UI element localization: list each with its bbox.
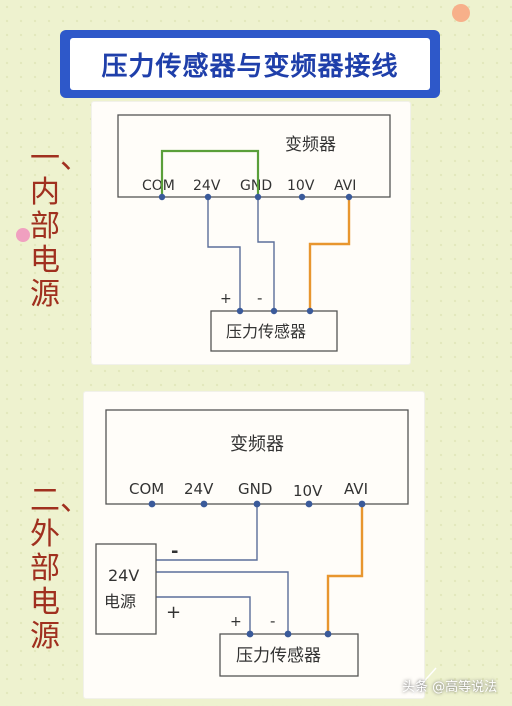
terminal-com-2: COM [129, 480, 164, 498]
wire-24v-to-plus-1 [207, 197, 241, 310]
orange-signal-wire-2 [326, 504, 364, 633]
terminal-dot-gnd-2 [253, 500, 261, 508]
section-label-external-char1: 外 [30, 517, 60, 552]
title-banner: 压力传感器与变频器接线 [60, 30, 440, 98]
supply-voltage-label: 24V [108, 566, 139, 585]
sensor-dot-signal-2 [324, 630, 332, 638]
sensor-dot-plus-1 [236, 307, 244, 315]
sensor-dot-minus-1 [270, 307, 278, 315]
inverter-box-1 [117, 114, 391, 198]
corner-decoration-line [411, 667, 437, 696]
inverter-label-2: 变频器 [230, 434, 284, 455]
section-label-internal-char1: 内 [30, 175, 60, 210]
watermark: 头条 @高等说法 [402, 680, 498, 695]
sensor-minus-label-1: - [257, 289, 262, 307]
terminal-24v-2: 24V [184, 480, 214, 498]
terminal-dot-avi-2 [358, 500, 366, 508]
sensor-minus-label-2: - [270, 612, 275, 630]
section-label-internal-char3: 电 [30, 243, 60, 278]
orange-signal-wire-1 [308, 197, 351, 310]
terminal-avi-1: AVI [334, 178, 356, 194]
decor-blob-orange [452, 4, 470, 22]
panel-internal-power [92, 102, 410, 364]
terminal-gnd-2: GND [238, 480, 272, 498]
section-label-internal-num: 一、 [30, 141, 90, 176]
terminal-com-1: COM [142, 178, 175, 194]
decor-blob-pink [16, 228, 30, 242]
terminal-dot-24v-2 [200, 500, 208, 508]
green-jumper-wire [160, 149, 260, 197]
sensor-label-2: 压力传感器 [236, 646, 321, 666]
terminal-gnd-1: GND [240, 178, 272, 194]
wire-supply-plus-to-sensor-plus-2 [156, 596, 251, 633]
panel-external-power [84, 392, 424, 698]
section-label-external-char4: 源 [30, 619, 60, 654]
terminal-dot-avi-1 [345, 193, 353, 201]
supply-plus-label: + [166, 602, 181, 623]
section-label-external-char3: 电 [30, 585, 60, 620]
section-label-external-num: 二、 [30, 483, 90, 518]
inverter-label-1: 变频器 [285, 135, 336, 155]
terminal-avi-2: AVI [344, 480, 368, 498]
page-title: 压力传感器与变频器接线 [70, 38, 430, 90]
sensor-dot-plus-2 [246, 630, 254, 638]
sensor-plus-label-1: + [220, 291, 232, 307]
terminal-10v-2: 10V [293, 482, 323, 500]
sensor-dot-signal-1 [306, 307, 314, 315]
terminal-24v-1: 24V [193, 178, 221, 194]
sensor-plus-label-2: + [230, 614, 242, 630]
section-label-internal: 一、 内 部 电 源 [30, 142, 90, 312]
terminal-dot-10v-1 [298, 193, 306, 201]
supply-name-label: 电源 [104, 592, 136, 611]
terminal-10v-1: 10V [287, 178, 315, 194]
wire-gnd-to-minus-1 [257, 197, 275, 310]
wire-supply-minus-to-sensor-minus-2 [156, 571, 289, 633]
section-label-internal-char2: 部 [30, 209, 60, 244]
terminal-dot-10v-2 [305, 500, 313, 508]
sensor-label-1: 压力传感器 [226, 322, 306, 341]
terminal-dot-com-1 [158, 193, 166, 201]
external-supply-box [95, 543, 157, 635]
terminal-dot-gnd-1 [254, 193, 262, 201]
section-label-external: 二、 外 部 电 源 [30, 484, 90, 654]
supply-minus-label: - [171, 541, 178, 562]
sensor-dot-minus-2 [284, 630, 292, 638]
section-label-internal-char4: 源 [30, 277, 60, 312]
wire-gnd-to-supply-minus-2 [156, 504, 258, 561]
terminal-dot-com-2 [148, 500, 156, 508]
section-label-external-char2: 部 [30, 551, 60, 586]
terminal-dot-24v-1 [204, 193, 212, 201]
